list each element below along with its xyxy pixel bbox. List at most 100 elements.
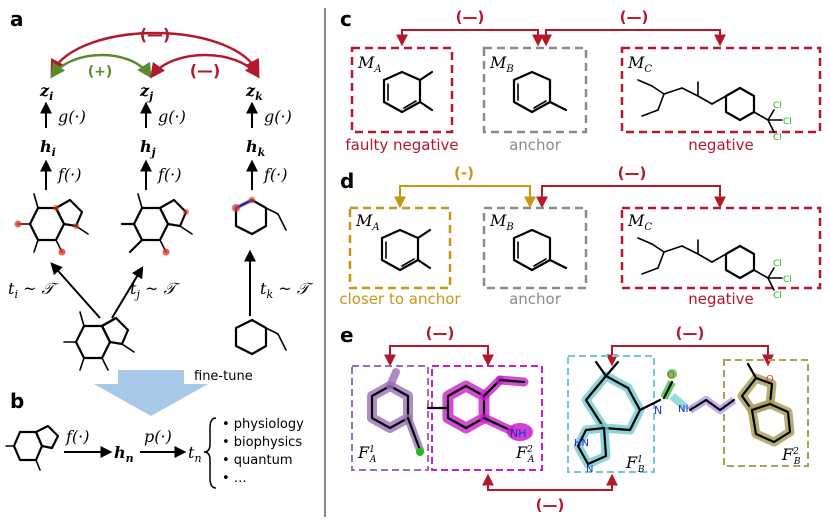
e-fragment-fa1	[367, 368, 424, 456]
svg-text:Cl: Cl	[773, 259, 782, 269]
g-label-i: g(·)	[58, 107, 86, 126]
e-neg-top-right: (—)	[676, 324, 705, 342]
t-arrow-j	[111, 265, 144, 319]
svg-text:NH: NH	[510, 427, 527, 440]
svg-text:N: N	[586, 464, 593, 475]
panel-c: c (—) (—) MA MB MC	[340, 7, 822, 154]
d-ma: MA	[355, 211, 380, 233]
finetune-label: fine-tune	[194, 369, 253, 384]
d-mb: MB	[489, 211, 514, 233]
panel-letter-b: b	[10, 389, 24, 413]
g-label-j: g(·)	[158, 107, 186, 126]
neg-label-mid: (—)	[190, 61, 221, 80]
d-neg-right: (—)	[618, 164, 647, 182]
task-more: • …	[222, 471, 247, 486]
caffeine-b	[5, 424, 60, 471]
panel-letter-c: c	[340, 7, 352, 31]
task-quantum: • quantum	[222, 453, 293, 468]
e-box-fb2	[723, 359, 809, 467]
c-oxylene	[382, 70, 434, 114]
svg-text:Cl: Cl	[783, 117, 792, 127]
d-label-closer: closer to anchor	[339, 290, 461, 308]
d-toluene	[512, 228, 568, 272]
neg-label-top: (—)	[140, 25, 171, 44]
panel-letter-e: e	[340, 323, 354, 347]
e-neg-bottom: (—)	[536, 496, 565, 514]
c-neg-left: (—)	[456, 8, 485, 26]
h-j: hj	[140, 137, 156, 159]
caffeine-augmented-j	[120, 193, 193, 256]
e-neg-top-left: (—)	[426, 324, 455, 342]
panel-d: d (-) (—) MA MB MC	[339, 164, 822, 308]
c-box-ma	[350, 46, 454, 134]
t-k-label: tk ~ 𝒯	[260, 279, 314, 301]
c-ma: MA	[357, 53, 382, 75]
e-connector-top-left	[384, 345, 494, 367]
panel-letter-a: a	[10, 7, 24, 31]
panel-a: a (—) (+) (—) zi zj zk g(·) g(·) g(·) hi…	[8, 7, 314, 416]
svg-text:Cl: Cl	[773, 291, 782, 301]
d-label-negative: negative	[688, 290, 754, 308]
panel-b: b f(·) hn p(·) tn • physiology • biophys…	[5, 389, 304, 489]
z-i: zi	[39, 81, 53, 103]
f-label-b: f(·)	[65, 427, 90, 446]
c-label-negative: negative	[688, 136, 754, 154]
task-brace	[203, 417, 217, 489]
c-mb: MB	[489, 53, 514, 75]
pos-label: (+)	[88, 64, 113, 80]
e-connector-bottom	[482, 473, 618, 491]
c-connector-right	[540, 29, 726, 47]
h-n: hn	[114, 443, 134, 465]
t-n: tn	[188, 443, 202, 465]
svg-text:HN: HN	[574, 438, 589, 449]
d-negative-molecule: Cl Cl Cl	[637, 237, 792, 301]
svg-text:Cl: Cl	[773, 101, 782, 111]
neg-arc-ik	[50, 31, 260, 75]
e-fragment-fb2: O	[737, 362, 795, 447]
e-linker: N O NH	[638, 369, 737, 417]
z-j: zj	[139, 81, 153, 103]
c-box-mb	[482, 46, 588, 134]
d-box-ma	[348, 206, 452, 290]
p-label: p(·)	[144, 427, 172, 446]
d-box-mc	[620, 206, 822, 290]
h-k: hk	[246, 137, 266, 159]
t-i-label: ti ~ 𝒯	[8, 279, 59, 301]
d-connector-left	[394, 185, 536, 209]
neg-arc-jk	[150, 53, 260, 79]
d-connector-right	[536, 185, 726, 209]
c-label-faulty: faulty negative	[345, 136, 458, 154]
benzaldehyde-augmented-k	[232, 196, 287, 236]
panel-letter-d: d	[340, 169, 354, 193]
caffeine-augmented-i	[14, 193, 89, 256]
task-physiology: • physiology	[222, 417, 304, 432]
svg-text:O: O	[766, 374, 774, 385]
e-box-fa2	[431, 365, 543, 471]
benzaldehyde-source	[234, 318, 287, 356]
panel-e: e (—) (—) (—)	[340, 323, 809, 514]
c-connector-left	[396, 29, 544, 47]
d-label-anchor: anchor	[509, 290, 562, 308]
f-label-i: f(·)	[57, 165, 82, 184]
d-oxylene	[380, 228, 432, 272]
f-label-k: f(·)	[263, 165, 288, 184]
c-neg-right: (—)	[620, 8, 649, 26]
svg-text:O: O	[667, 370, 675, 381]
svg-text:Cl: Cl	[773, 133, 782, 143]
h-i: hi	[40, 137, 56, 159]
d-closer-mark: (-)	[454, 164, 474, 182]
c-negative-molecule: Cl Cl Cl	[637, 79, 792, 143]
pos-arc-ij	[50, 53, 152, 79]
c-label-anchor: anchor	[509, 136, 562, 154]
d-mc: MC	[627, 211, 652, 233]
z-k: zk	[245, 81, 263, 103]
c-toluene	[512, 70, 568, 114]
e-box-fa1	[351, 365, 429, 471]
finetune-arrow	[94, 370, 208, 416]
g-label-k: g(·)	[264, 107, 292, 126]
e-box-fb1	[567, 355, 655, 473]
